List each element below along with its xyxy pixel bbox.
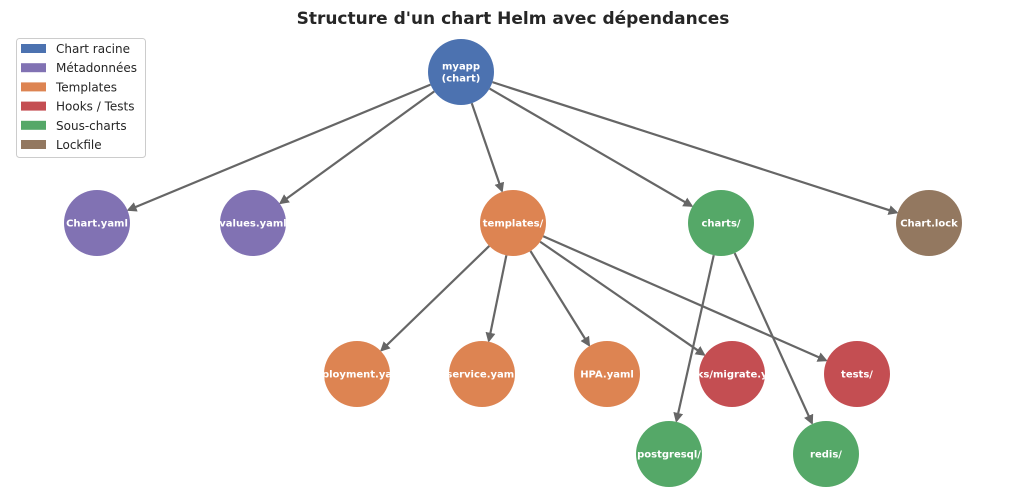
node-deployment: deployment.yaml [308, 341, 406, 407]
node-label: service.yaml [446, 370, 517, 381]
node-label: deployment.yaml [308, 370, 406, 381]
legend-swatch [21, 44, 46, 53]
node-circle [480, 190, 546, 256]
node-label: templates/ [483, 219, 544, 230]
edge-myapp-to-templates [470, 102, 505, 193]
node-label: hooks/migrate.yaml [676, 370, 788, 381]
node-redis: redis/ [793, 421, 859, 487]
node-service: service.yaml [446, 341, 517, 407]
node-label: values.yaml [219, 219, 286, 230]
node-templates: templates/ [480, 190, 546, 256]
node-label: Chart.lock [900, 219, 958, 230]
legend-label: Métadonnées [56, 61, 137, 75]
node-hooks: hooks/migrate.yaml [676, 341, 788, 407]
edge-charts-to-redis [733, 252, 814, 425]
node-myapp: myapp(chart) [428, 39, 494, 105]
diagram-title: Structure d'un chart Helm avec dépendanc… [297, 9, 730, 29]
edge-templates-to-tests [542, 235, 828, 362]
nodes-layer: myapp(chart) Chart.yaml values.yaml templat… [64, 39, 962, 487]
edge-templates-to-hpa [529, 250, 591, 347]
node-circle [220, 190, 286, 256]
legend-swatch [21, 82, 46, 92]
node-chart_lock: Chart.lock [896, 190, 962, 256]
edge-templates-to-service [485, 255, 508, 343]
node-charts: charts/ [688, 190, 754, 256]
node-circle [449, 341, 515, 407]
legend-label: Templates [55, 80, 117, 94]
node-circle [574, 341, 640, 407]
legend-swatch [21, 101, 46, 111]
legend-label: Hooks / Tests [56, 100, 134, 114]
edge-templates-to-hooks [539, 240, 706, 356]
legend-label: Sous-charts [56, 119, 127, 133]
node-label: redis/ [810, 450, 842, 461]
edge-myapp-to-chart_yaml [126, 83, 431, 212]
node-circle [428, 39, 494, 105]
edge-myapp-to-chart_lock [492, 81, 899, 215]
node-tests: tests/ [824, 341, 890, 407]
edge-charts-to-postgresql [673, 254, 715, 423]
legend-label: Lockfile [56, 138, 102, 152]
legend-swatch [21, 120, 46, 130]
legend-swatch [21, 140, 46, 149]
node-circle [699, 341, 765, 407]
legend-swatch [21, 63, 46, 73]
edges-layer [126, 81, 899, 425]
node-label: (chart) [442, 74, 481, 85]
node-circle [324, 341, 390, 407]
legend-frame [16, 38, 146, 158]
legend-label: Chart racine [56, 42, 130, 56]
edge-myapp-to-charts [488, 87, 694, 207]
node-label: charts/ [701, 219, 740, 230]
node-label: postgresql/ [637, 450, 701, 461]
edge-templates-to-deployment [379, 245, 491, 352]
node-postgresql: postgresql/ [636, 421, 702, 487]
node-circle [793, 421, 859, 487]
node-label: Chart.yaml [66, 219, 128, 230]
edge-myapp-to-values_yaml [278, 90, 435, 205]
node-circle [688, 190, 754, 256]
node-chart_yaml: Chart.yaml [64, 190, 130, 256]
node-label: tests/ [841, 370, 873, 381]
node-label: myapp [442, 62, 480, 73]
node-label: HPA.yaml [580, 370, 634, 381]
node-circle [896, 190, 962, 256]
node-circle [636, 421, 702, 487]
node-circle [824, 341, 890, 407]
node-values_yaml: values.yaml [219, 190, 286, 256]
node-circle [64, 190, 130, 256]
node-hpa: HPA.yaml [574, 341, 640, 407]
